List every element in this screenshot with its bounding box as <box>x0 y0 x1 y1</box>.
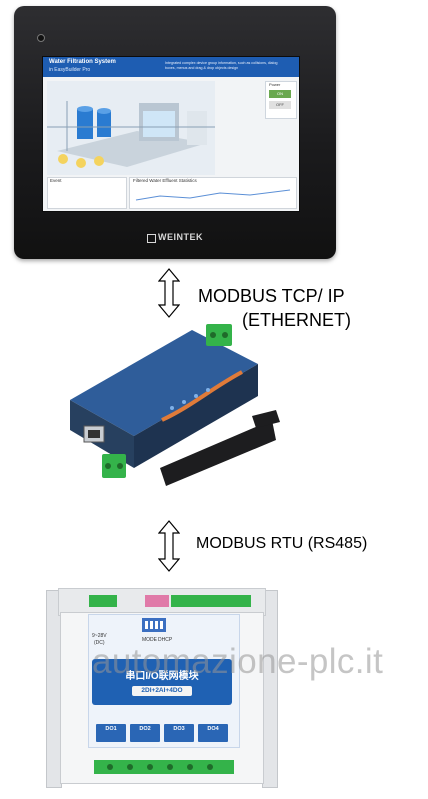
ethernet-medium-label: (ETHERNET) <box>242 310 351 330</box>
double-arrow-icon <box>158 268 180 318</box>
double-arrow-icon <box>158 520 180 572</box>
io-module-spec: 2DI+2AI+4DO <box>132 686 192 696</box>
serial-ethernet-gateway <box>70 324 280 486</box>
event-panel-title: Event <box>50 178 62 183</box>
io-module-title: 串口I/O联网模块 <box>125 671 199 682</box>
relay-output-1 <box>96 724 126 742</box>
terminal-strip-top <box>58 588 266 616</box>
screen-header <box>43 57 299 77</box>
event-panel <box>47 177 127 209</box>
ethernet-protocol-label: MODBUS TCP/ IP <box>198 286 345 306</box>
dhcp-label: DHCP <box>158 637 173 643</box>
screen-title: Water Filtration System <box>49 59 116 65</box>
rs485-protocol-label: MODBUS RTU (RS485) <box>196 535 368 552</box>
power-panel <box>265 81 297 119</box>
hmi-screen: Water Filtration System in EasyBuilder P… <box>42 56 300 212</box>
terminal-block-icon <box>89 595 251 607</box>
plant-illustration <box>47 81 215 175</box>
brand-logo-icon <box>147 234 156 243</box>
hmi-brand: WEINTEK <box>158 232 203 242</box>
power-panel-title: Power <box>269 82 281 87</box>
relay-output-4 <box>198 724 228 742</box>
relay-output-label: DO4 <box>207 726 219 732</box>
power-on-button[interactable]: ON <box>269 90 291 98</box>
power-led-icon <box>37 34 45 42</box>
power-off-button[interactable]: OFF <box>269 101 291 109</box>
relay-output-label: DO1 <box>105 726 117 732</box>
stats-panel-title: Filtered Water Effluent Statistics <box>133 178 197 183</box>
screen-subtitle: in EasyBuilder Pro <box>49 67 91 73</box>
power-range-label: 9~28V <box>92 633 107 639</box>
plant-diagram-icon <box>47 101 215 168</box>
mode-label: MODE <box>142 637 157 643</box>
screen-description: Integrated complex device group informat… <box>165 61 278 70</box>
relay-output-label: DO2 <box>139 726 151 732</box>
relay-output-2 <box>130 724 160 742</box>
relay-output-3 <box>164 724 194 742</box>
io-module-nameplate <box>92 659 232 705</box>
stats-trend-icon <box>135 189 291 201</box>
relay-output-label: DO3 <box>173 726 185 732</box>
watermark: automazione-plc.it <box>92 642 384 681</box>
terminal-strip-bottom <box>94 760 234 774</box>
dip-switch-icon[interactable] <box>142 618 166 632</box>
power-type-label: (DC) <box>94 640 105 646</box>
din-flange-right <box>262 590 278 788</box>
stats-panel <box>129 177 297 209</box>
